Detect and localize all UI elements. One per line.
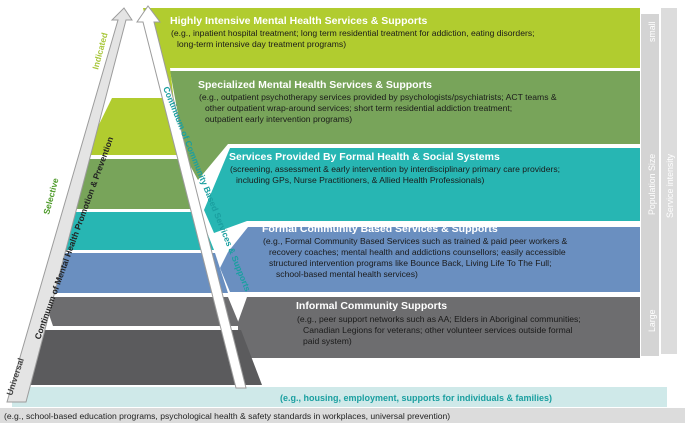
service-intensity-label: Service intensity: [665, 153, 675, 218]
tier-intensive-pyramid-band: [84, 98, 180, 155]
population-size-label: Population Size: [647, 154, 657, 215]
footer-teal-text: (e.g., housing, employment, supports for…: [280, 393, 552, 403]
tier-intensive-panel: [143, 8, 640, 118]
tier-formal-community-panel: [220, 227, 640, 292]
tier-specialized-pyramid-band: [67, 159, 198, 209]
tier-informal-pyramid-band: [43, 297, 240, 326]
tier-intensive-desc-line: long-term intensive day treatment progra…: [177, 39, 346, 49]
pyramid-base: [22, 330, 262, 385]
tier-specialized-desc-line: other outpatient wrap-around services; s…: [205, 103, 512, 113]
tier-intensive-title: Highly Intensive Mental Health Services …: [170, 15, 427, 27]
tier-formal-community-desc-line: structured intervention programs like Bo…: [269, 258, 551, 268]
large-label: Large: [647, 309, 657, 332]
tier-informal-title: Informal Community Supports: [296, 300, 447, 312]
tier-specialized-desc-line: outpatient early intervention programs): [205, 114, 352, 124]
tier-formal-community-title: Formal Community Based Services & Suppor…: [262, 223, 498, 235]
small-label: small: [647, 21, 657, 42]
tier-informal-desc-line: Canadian Legions for veterans; other vol…: [303, 325, 573, 335]
tier-formal-community-pyramid-band: [43, 253, 228, 293]
tier-formal-community-desc-line: (e.g., Formal Community Based Services s…: [263, 236, 568, 246]
selective-label: Selective: [41, 177, 60, 216]
tier-informal-desc-line: paid system): [303, 336, 352, 346]
tier-formal-systems-title: Services Provided By Formal Health & Soc…: [229, 151, 500, 163]
community-axis-arrow: [136, 5, 247, 389]
footer-strip-grey: [0, 408, 685, 423]
tier-specialized-panel: [170, 71, 640, 180]
tier-specialized-title: Specialized Mental Health Services & Sup…: [198, 79, 432, 91]
tier-formal-systems-pyramid-band: [55, 212, 214, 250]
tier-informal-panel: [238, 297, 640, 358]
tier-formal-systems-panel: [204, 148, 640, 233]
tier-informal-desc-line: (e.g., peer support networks such as AA;…: [297, 314, 581, 324]
footer-grey-text: (e.g., school-based education programs, …: [4, 411, 450, 421]
tier-formal-community-desc-line: school-based mental health services): [276, 269, 418, 279]
service-intensity-bar: [661, 8, 677, 354]
population-size-bar: [641, 14, 659, 356]
tier-specialized-desc-line: (e.g., outpatient psychotherapy services…: [199, 92, 557, 102]
tier-intensive-desc-line: (e.g., inpatient hospital treatment; lon…: [171, 28, 535, 38]
footer-strip-light: [12, 387, 667, 407]
tier-formal-community-desc-line: recovery coaches; mental health and addi…: [269, 247, 566, 257]
tier-formal-systems-desc-line: (screening, assessment & early intervent…: [230, 164, 560, 174]
tier-formal-systems-desc-line: including GPs, Nurse Practitioners, & Al…: [236, 175, 485, 185]
promotion-axis-arrow: [6, 7, 133, 403]
